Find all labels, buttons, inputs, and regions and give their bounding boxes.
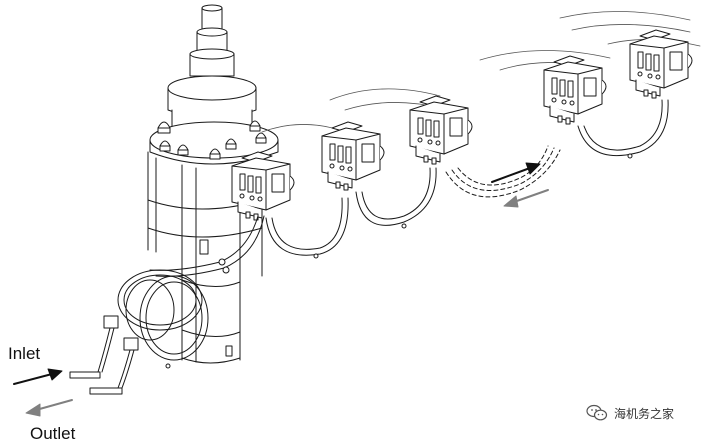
forward-flow-arrow	[491, 162, 541, 183]
return-flow-arrow	[503, 189, 549, 208]
watermark: 海机务之家	[586, 404, 674, 422]
lubricator-unit-1	[231, 151, 295, 221]
wechat-icon	[586, 404, 608, 421]
inlet-arrow	[13, 368, 63, 385]
engine-cylinder	[147, 4, 279, 364]
connecting-pipes	[265, 99, 669, 259]
outlet-label: Outlet	[30, 424, 76, 443]
flange-bolts	[157, 120, 267, 160]
coiled-pipes	[69, 269, 209, 395]
lubricator-unit-5	[629, 29, 693, 99]
lubricator-unit-3	[409, 95, 473, 165]
lubricator-unit-2	[321, 121, 385, 191]
inlet-label: Inlet	[8, 344, 41, 363]
dashed-continuation-pipes	[445, 145, 561, 198]
watermark-text: 海机务之家	[614, 406, 675, 421]
lubricator-unit-4	[543, 55, 607, 125]
outlet-arrow	[25, 399, 73, 417]
